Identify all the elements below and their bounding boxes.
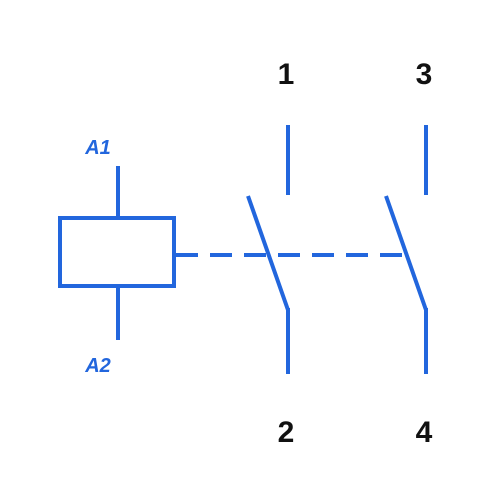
contact-terminal-1-label: 1: [278, 58, 295, 91]
contact-3-4: 3 4: [384, 58, 433, 449]
contact-terminal-3-label: 3: [416, 58, 433, 91]
contact-1-2: 1 2: [246, 58, 295, 449]
coil: A1 A2: [58, 137, 176, 377]
contact-3-4-blade: [384, 195, 428, 311]
coil-terminal-a2-label: A2: [84, 355, 111, 377]
contact-terminal-4-label: 4: [416, 416, 433, 449]
coil-terminal-a1-label: A1: [84, 137, 111, 159]
contact-1-2-blade: [246, 195, 290, 311]
contact-terminal-2-label: 2: [278, 416, 295, 449]
coil-body: [58, 216, 176, 288]
